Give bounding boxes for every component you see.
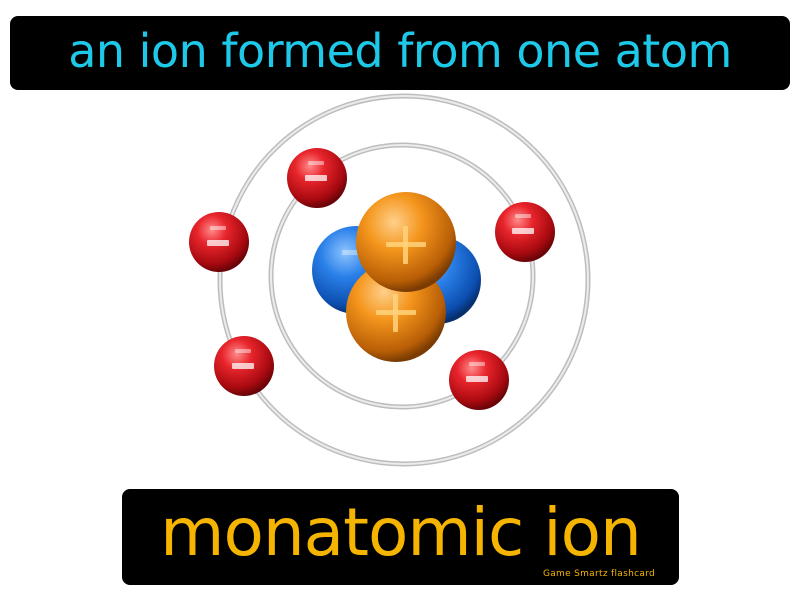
outer-orbit-ring-highlight xyxy=(219,95,589,465)
electron-icon xyxy=(189,212,249,272)
definition-text: an ion formed from one atom xyxy=(68,24,732,78)
inner-orbit-ring-highlight xyxy=(270,144,534,408)
electron-icon xyxy=(287,148,347,208)
term-text: monatomic ion xyxy=(160,494,642,571)
definition-banner: an ion formed from one atom xyxy=(10,16,790,90)
electron-icon xyxy=(449,350,509,410)
proton-icon xyxy=(356,192,456,292)
term-banner: monatomic ion Game Smartz flashcard xyxy=(122,489,679,585)
electron-icon xyxy=(214,336,274,396)
electron-icon xyxy=(495,202,555,262)
brand-label: Game Smartz flashcard xyxy=(542,569,655,579)
